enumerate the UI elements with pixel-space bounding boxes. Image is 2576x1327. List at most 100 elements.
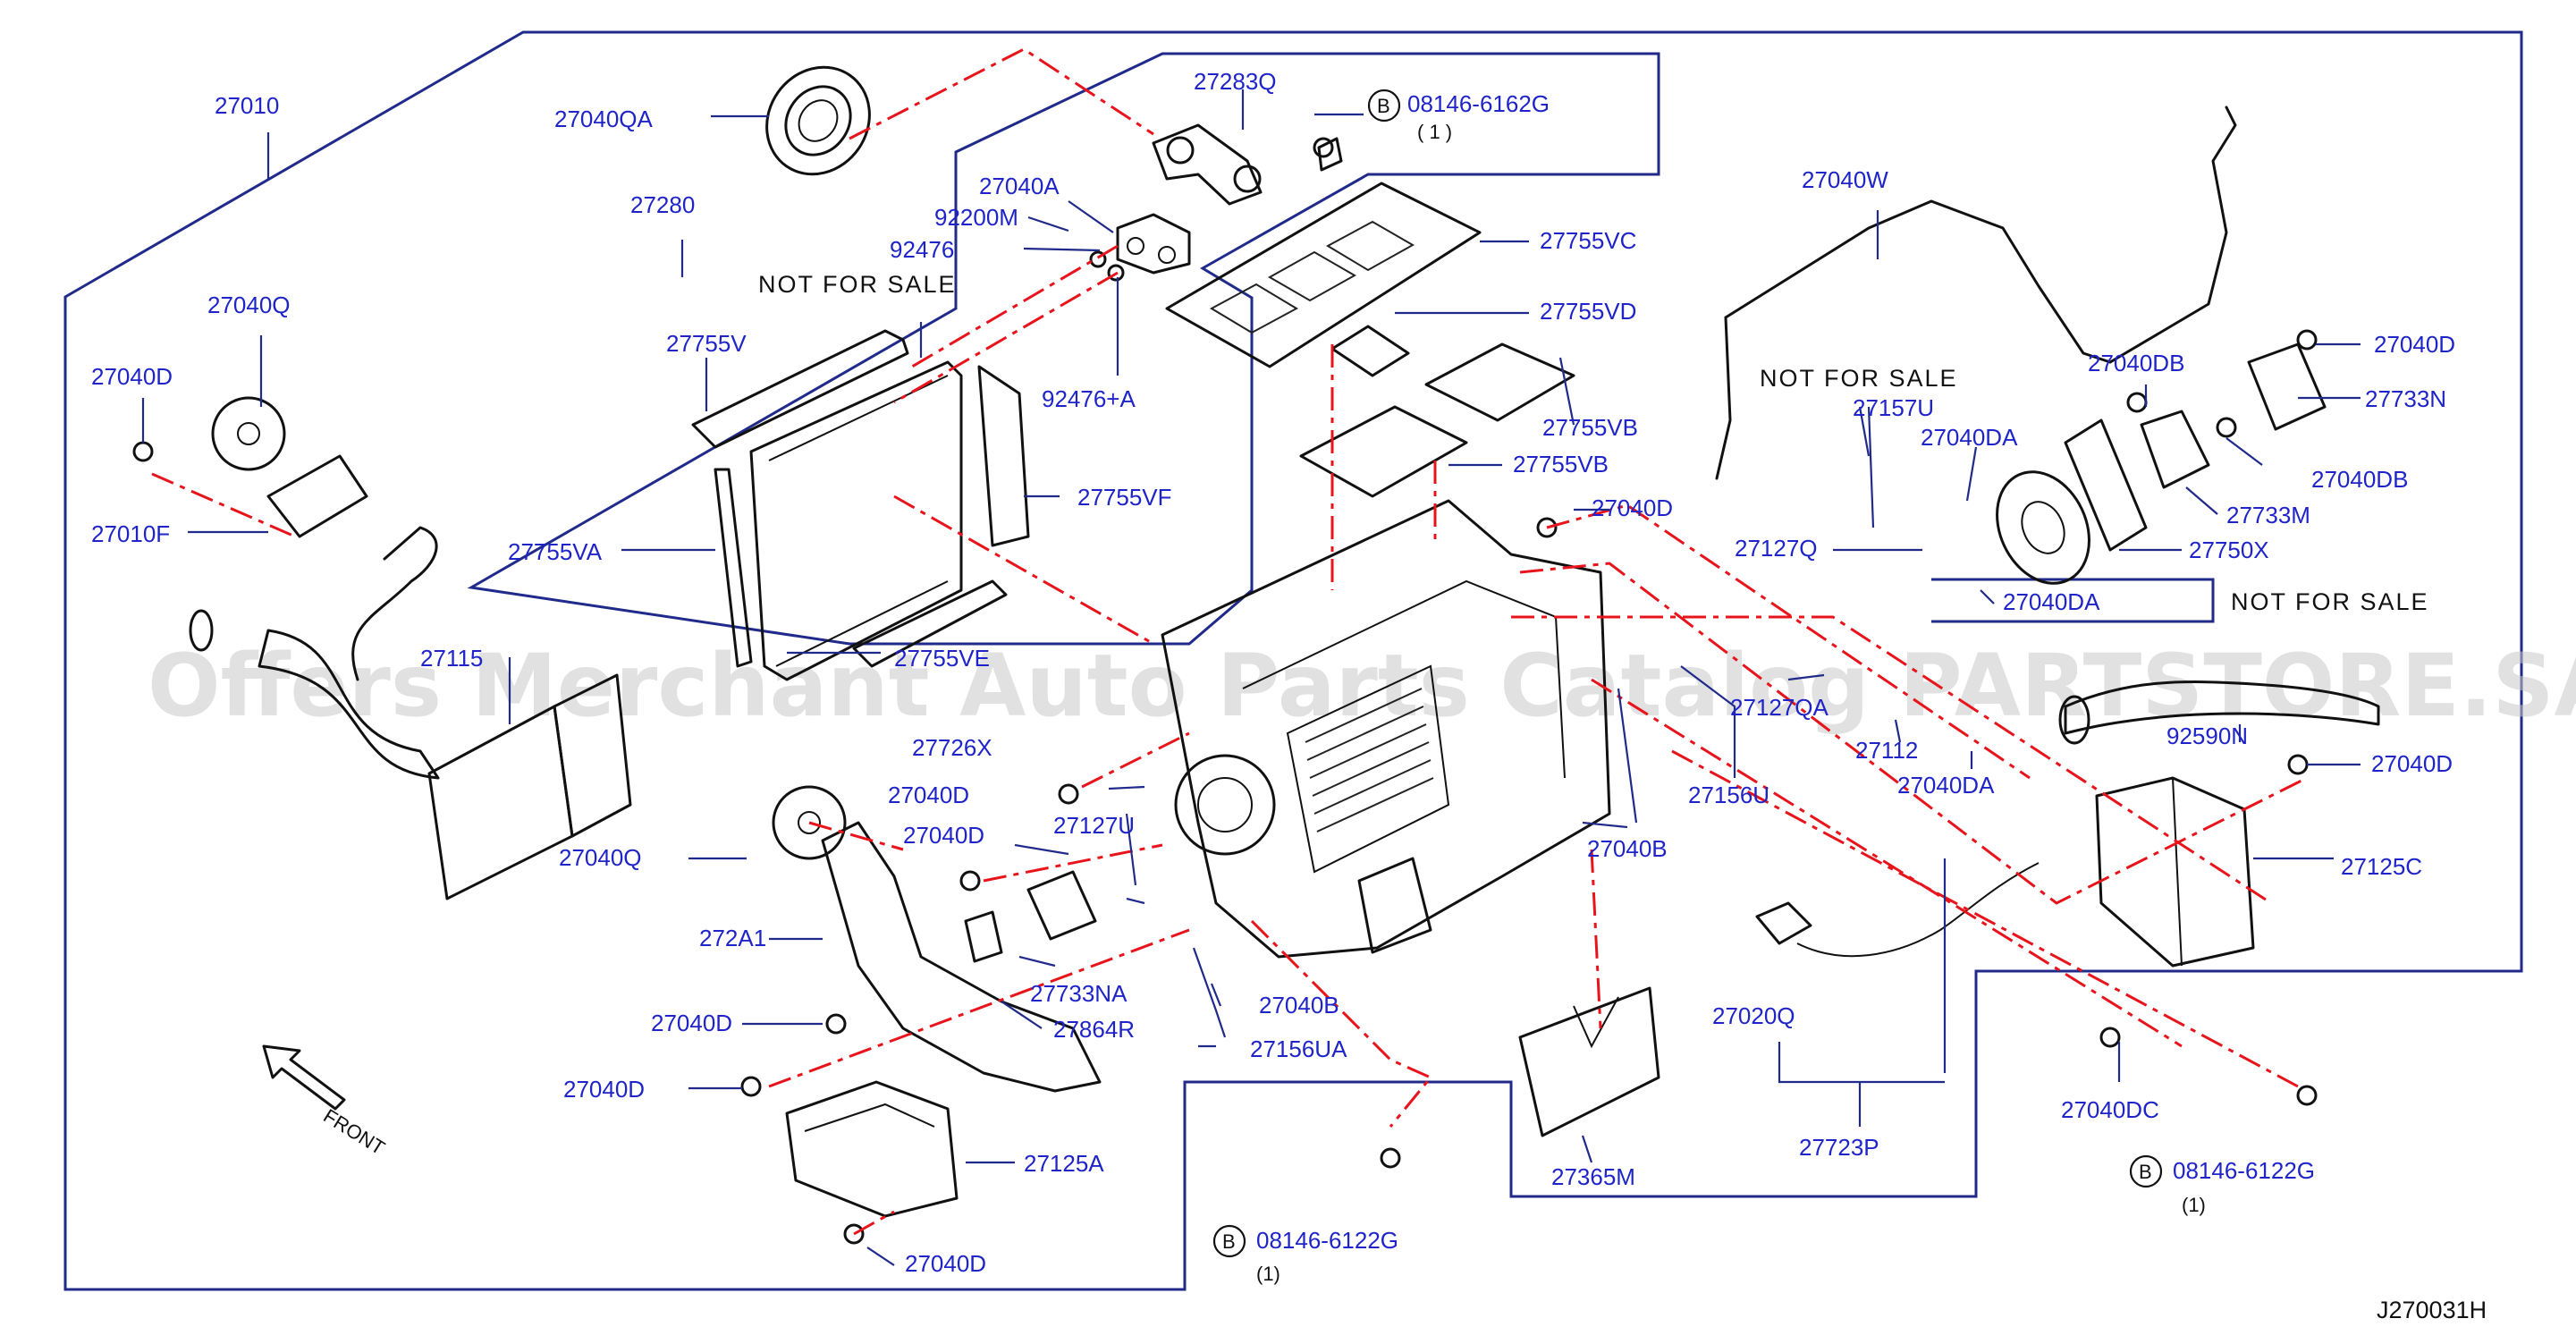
label-92476-a[interactable]: 92476+A — [1042, 385, 1136, 412]
assembly-lines — [151, 47, 2308, 1236]
filter-27755vb — [1299, 342, 1575, 498]
label-27755va[interactable]: 27755VA — [508, 538, 603, 565]
label-qty-1-top: ( 1 ) — [1417, 121, 1452, 143]
label-qty-1-b: (1) — [2182, 1194, 2206, 1216]
label-27040q-low[interactable]: 27040Q — [559, 844, 642, 871]
label-27040a[interactable]: 27040A — [979, 173, 1060, 199]
hvac-unit-main — [1161, 499, 1611, 959]
label-27040da-a[interactable]: 27040DA — [1921, 424, 2018, 451]
label-27750x[interactable]: 27750X — [2189, 537, 2269, 563]
label-27283q[interactable]: 27283Q — [1194, 68, 1277, 95]
label-27755vb-a[interactable]: 27755VB — [1542, 414, 1638, 441]
blower-motor-27750x — [1996, 418, 2148, 585]
label-27127qa[interactable]: 27127QA — [1730, 694, 1829, 721]
part-labels: 27010 27040QA 27283Q B 08146-6162G ( 1 )… — [91, 68, 2487, 1323]
label-27020q[interactable]: 27020Q — [1712, 1002, 1795, 1029]
b-symbol-text-2: B — [1222, 1230, 1236, 1253]
label-27040d-l1[interactable]: 27040D — [651, 1010, 732, 1036]
blower-27040q — [211, 396, 368, 538]
label-27115[interactable]: 27115 — [420, 645, 483, 672]
label-92476[interactable]: 92476 — [890, 236, 954, 263]
label-qty-1-a: (1) — [1256, 1263, 1280, 1285]
outer-frame — [63, 30, 2523, 1291]
label-27040da-c[interactable]: 27040DA — [1897, 772, 1995, 799]
leader-lines — [141, 89, 2361, 1266]
label-27040d-right[interactable]: 27040D — [2374, 331, 2455, 358]
duct-92590n — [2058, 680, 2380, 745]
label-27125c[interactable]: 27125C — [2341, 853, 2422, 880]
label-27040db-b[interactable]: 27040DB — [2311, 466, 2408, 493]
label-27280[interactable]: 27280 — [630, 191, 695, 218]
watermark: Offers Merchant Auto Parts Catalog PARTS… — [148, 636, 2576, 736]
filter-27755vc — [1165, 182, 1482, 368]
b-symbol-icon — [1367, 89, 1401, 123]
label-27040d-c1[interactable]: 27040D — [888, 782, 969, 808]
label-27040db-a[interactable]: 27040DB — [2088, 350, 2184, 376]
label-27040d-bottom[interactable]: 27040D — [905, 1250, 986, 1277]
label-92590n[interactable]: 92590N — [2166, 723, 2248, 749]
bracket-27125a — [785, 1080, 959, 1218]
filter-27755vd — [1330, 325, 1410, 377]
label-08146-6122g-a[interactable]: 08146-6122G — [1256, 1227, 1398, 1254]
label-27365m[interactable]: 27365M — [1551, 1163, 1635, 1190]
diagram-code: J270031H — [2377, 1297, 2487, 1323]
label-27733na[interactable]: 27733NA — [1030, 980, 1128, 1007]
foam-27365m — [1518, 986, 1660, 1137]
label-27864r[interactable]: 27864R — [1053, 1016, 1135, 1043]
bracket-27125c — [2095, 776, 2255, 968]
label-27112[interactable]: 27112 — [1855, 737, 1918, 764]
b-symbol-icon-2 — [1212, 1224, 1246, 1258]
label-27040b-b[interactable]: 27040B — [1259, 992, 1339, 1018]
front-label: FRONT — [319, 1104, 389, 1159]
label-27755vb-b[interactable]: 27755VB — [1513, 451, 1609, 478]
b-symbol-icon-3 — [2129, 1154, 2163, 1188]
label-27755vc[interactable]: 27755VC — [1540, 227, 1636, 254]
label-08146-6122g-b[interactable]: 08146-6122G — [2173, 1157, 2315, 1184]
label-27125a[interactable]: 27125A — [1024, 1150, 1104, 1177]
label-27010f[interactable]: 27010F — [91, 520, 170, 547]
actuator-27733m — [2140, 410, 2210, 489]
label-27040w[interactable]: 27040W — [1802, 166, 1888, 193]
label-27040d-mid[interactable]: 27040D — [1592, 494, 1673, 521]
b-symbol-text-3: B — [2139, 1161, 2152, 1183]
label-27127q[interactable]: 27127Q — [1735, 535, 1818, 562]
label-27040da-b[interactable]: 27040DA — [2003, 588, 2100, 615]
label-27733m[interactable]: 27733M — [2226, 502, 2310, 528]
label-27755v[interactable]: 27755V — [666, 330, 747, 357]
duct-272a1 — [772, 785, 1102, 1093]
label-27726x[interactable]: 27726X — [912, 734, 992, 761]
actuator-27733na — [964, 870, 1097, 963]
label-27127u[interactable]: 27127U — [1053, 812, 1135, 839]
inner-frame — [467, 52, 1660, 646]
label-27040qa[interactable]: 27040QA — [554, 106, 654, 132]
b-symbol-text: B — [1377, 95, 1390, 117]
label-27755vf[interactable]: 27755VF — [1077, 484, 1172, 511]
label-27733n[interactable]: 27733N — [2365, 385, 2446, 412]
label-27040dc[interactable]: 27040DC — [2061, 1096, 2159, 1123]
not-for-sale-box — [1931, 578, 2215, 623]
label-27755ve[interactable]: 27755VE — [894, 645, 990, 672]
front-arrow-icon — [262, 1044, 346, 1111]
harness-27040w — [1715, 106, 2237, 480]
label-27010[interactable]: 27010 — [215, 92, 279, 119]
label-27156ua[interactable]: 27156UA — [1250, 1035, 1347, 1062]
label-27156u[interactable]: 27156U — [1688, 782, 1769, 808]
label-92200m[interactable]: 92200M — [934, 204, 1018, 231]
label-27040d-r2[interactable]: 27040D — [2371, 750, 2453, 777]
label-27723p[interactable]: 27723P — [1799, 1134, 1879, 1161]
label-27040d-l2[interactable]: 27040D — [563, 1076, 645, 1103]
label-08146-6162g[interactable]: 08146-6162G — [1407, 90, 1550, 117]
label-27157u[interactable]: 27157U — [1853, 394, 1934, 421]
bolt-icons — [132, 137, 2318, 1245]
sensor-27020q — [1755, 862, 2040, 958]
actuator-27733n — [2247, 342, 2327, 431]
label-27040b-a[interactable]: 27040B — [1587, 835, 1668, 862]
label-not-for-sale-3: NOT FOR SALE — [2231, 588, 2429, 615]
label-27040d-c2[interactable]: 27040D — [903, 822, 984, 849]
label-27040d-left[interactable]: 27040D — [91, 363, 173, 390]
label-27755vd[interactable]: 27755VD — [1540, 298, 1636, 325]
label-272a1[interactable]: 272A1 — [699, 925, 766, 951]
label-27040q-top[interactable]: 27040Q — [207, 292, 291, 318]
heater-core-27115 — [189, 526, 632, 900]
